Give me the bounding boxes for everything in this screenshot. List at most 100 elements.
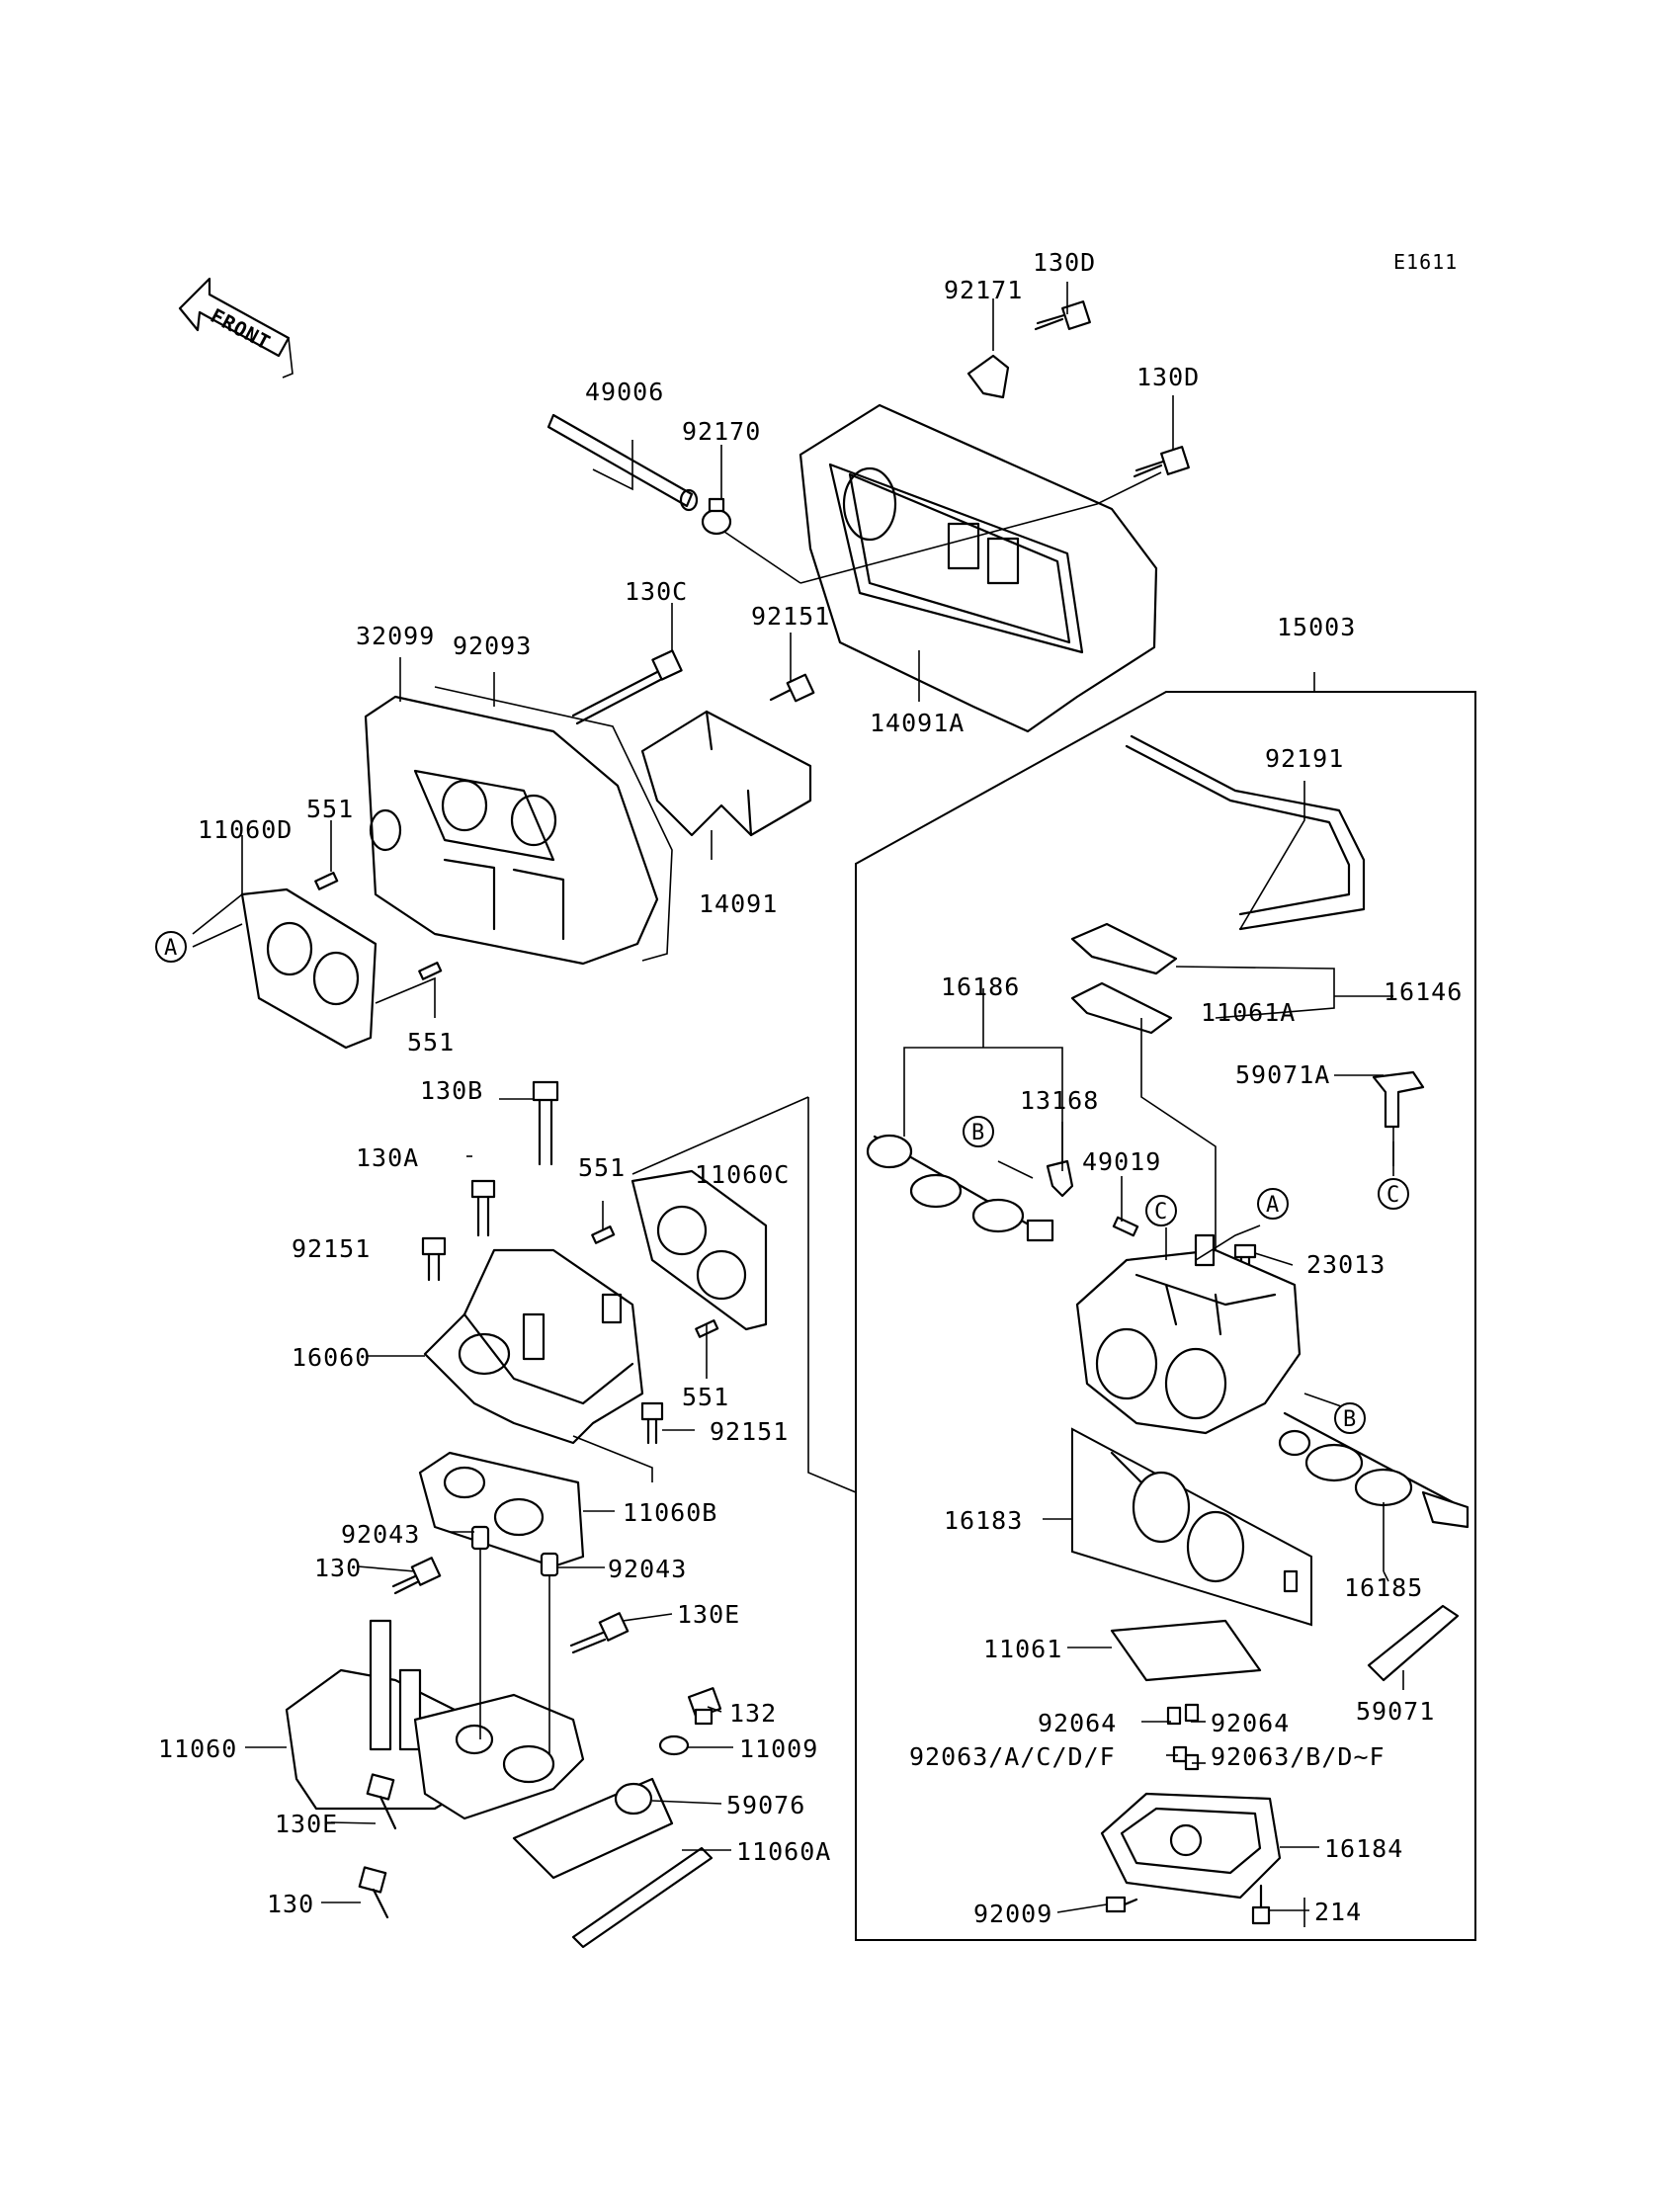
label-551-left: 551 <box>407 1028 455 1056</box>
dowel-92043-left-icon <box>470 1525 490 1551</box>
label-551-low: 551 <box>682 1383 729 1411</box>
label-92063-left: 92063/A/C/D/F <box>909 1742 1116 1771</box>
label-130d-top: 130D <box>1033 248 1096 277</box>
label-92064-left: 92064 <box>1038 1709 1117 1737</box>
gasket-92093-shape <box>434 686 673 962</box>
label-214: 214 <box>1314 1898 1362 1926</box>
arm-59071-icon <box>1367 1604 1460 1682</box>
bolt-130-upper-icon <box>391 1557 442 1595</box>
svg-text:C: C <box>1386 1183 1400 1208</box>
label-23013: 23013 <box>1306 1250 1386 1279</box>
label-92151-left: 92151 <box>292 1234 371 1263</box>
label-130a: 130A <box>356 1143 419 1172</box>
label-15003: 15003 <box>1277 613 1356 641</box>
float-16183-shape <box>1071 1427 1312 1627</box>
svg-text:B: B <box>971 1121 985 1145</box>
pin-551-mid-icon <box>591 1225 616 1244</box>
screw-214-icon <box>1251 1884 1271 1925</box>
label-130e-left: 130E <box>275 1810 338 1838</box>
label-11060d: 11060D <box>198 815 293 844</box>
label-92064-right: 92064 <box>1211 1709 1290 1737</box>
bolt-130-lower-icon <box>358 1866 389 1919</box>
manifold-16060-shape <box>423 1248 644 1445</box>
holder-14091-shape <box>640 710 812 837</box>
label-130-lower: 130 <box>267 1890 314 1918</box>
jet-92064-left-icon <box>1166 1706 1182 1726</box>
label-132: 132 <box>729 1699 777 1728</box>
svg-text:B: B <box>1343 1407 1357 1432</box>
jet-92064-right-icon <box>1184 1703 1200 1723</box>
label-11061a: 11061A <box>1201 998 1296 1027</box>
label-92191: 92191 <box>1265 744 1344 773</box>
label-49019: 49019 <box>1082 1147 1161 1176</box>
label-130d-mid: 130D <box>1136 363 1200 391</box>
fitting-59076-icon <box>614 1782 653 1816</box>
label-92063-right: 92063/B/D~F <box>1211 1742 1386 1771</box>
label-16186: 16186 <box>941 972 1020 1001</box>
bolt-130a-icon <box>470 1179 496 1237</box>
label-130c: 130C <box>625 577 688 606</box>
label-16183: 16183 <box>944 1506 1023 1535</box>
label-11060c: 11060C <box>695 1160 790 1189</box>
label-11009: 11009 <box>739 1734 818 1763</box>
gasket-11061-shape <box>1110 1619 1262 1682</box>
gasket-11060b-shape <box>418 1451 585 1568</box>
bolt-130c-icon <box>571 649 683 725</box>
label-551-top: 551 <box>306 795 354 823</box>
gasket-11060a-shape <box>571 1846 714 1949</box>
label-130b: 130B <box>420 1076 483 1105</box>
gasket-11009-icon <box>658 1734 690 1756</box>
ref-marker-b-upper: B <box>963 1116 994 1147</box>
label-11060b: 11060B <box>623 1498 717 1527</box>
clip-92171-icon <box>966 354 1010 399</box>
ref-marker-b-right: B <box>1334 1402 1366 1434</box>
ref-marker-a-left: A <box>155 931 187 963</box>
leader-lines <box>192 282 1404 1927</box>
label-16185: 16185 <box>1344 1573 1423 1602</box>
label-49006: 49006 <box>585 378 664 406</box>
label-92170: 92170 <box>682 417 761 446</box>
joint-59071a-icon <box>1372 1070 1425 1129</box>
bolt-92151-right-icon <box>640 1401 664 1445</box>
label-11061: 11061 <box>983 1635 1062 1663</box>
carburetor-body-shape <box>1075 1233 1302 1435</box>
label-92009: 92009 <box>973 1900 1052 1928</box>
fuel-hose-92191-shape <box>1125 734 1366 931</box>
label-59076: 59076 <box>726 1791 805 1819</box>
label-16184: 16184 <box>1324 1834 1403 1863</box>
bolt-130d-mid-icon <box>1133 446 1190 478</box>
pin-551-top-icon <box>314 872 339 890</box>
label-59071: 59071 <box>1356 1697 1435 1726</box>
throttle-shaft-16185-shape <box>1278 1411 1470 1529</box>
lever-13168-icon <box>1046 1159 1074 1198</box>
label-11060: 11060 <box>158 1734 237 1763</box>
pin-49019-icon <box>1112 1216 1139 1237</box>
label-92151-top: 92151 <box>751 602 830 631</box>
label-14091a: 14091A <box>870 709 965 737</box>
label-16060: 16060 <box>292 1343 371 1372</box>
clamp-92170-icon <box>701 497 732 536</box>
label-92043-right: 92043 <box>608 1555 687 1583</box>
label-92093: 92093 <box>453 632 532 660</box>
bolt-92151-top-icon <box>769 673 815 703</box>
plug-132-icon <box>687 1687 722 1726</box>
bolt-92151-left-icon <box>421 1236 447 1282</box>
float-bowl-16184-shape <box>1100 1792 1282 1900</box>
gasket-11061a-shape <box>1070 981 1173 1035</box>
screw-92009-icon <box>1105 1896 1138 1913</box>
bolt-130d-top-icon <box>1034 300 1091 331</box>
label-13168: 13168 <box>1020 1086 1099 1115</box>
label-92151-right: 92151 <box>710 1417 789 1446</box>
label-92171: 92171 <box>944 276 1023 304</box>
diagram-code: E1611 <box>1393 250 1458 274</box>
bolt-130e-left-icon <box>366 1773 397 1830</box>
label-16146: 16146 <box>1384 977 1463 1006</box>
label-551-mid: 551 <box>578 1153 626 1182</box>
label-130e-right: 130E <box>677 1600 740 1629</box>
ref-marker-c-right: C <box>1378 1178 1409 1210</box>
label-11060a: 11060A <box>736 1837 831 1866</box>
ref-marker-a-right: A <box>1257 1188 1289 1220</box>
carburetor-assembly-frame <box>855 691 1476 1941</box>
svg-text:A: A <box>1266 1193 1280 1218</box>
label-14091: 14091 <box>699 889 778 918</box>
